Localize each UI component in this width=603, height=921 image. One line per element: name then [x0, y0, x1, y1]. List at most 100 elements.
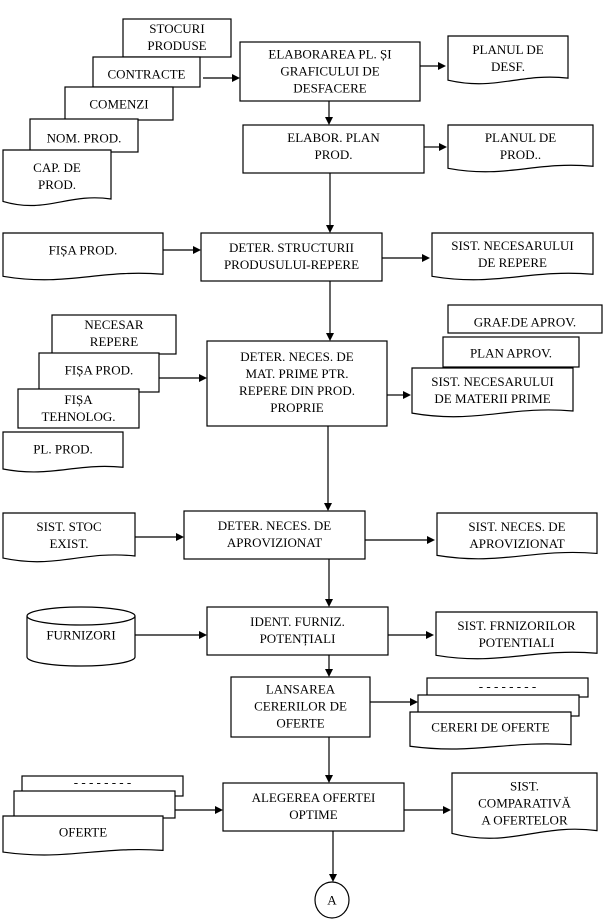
document-page — [92, 56, 201, 88]
node-label: PRODUSE — [147, 38, 206, 53]
document-shape — [2, 232, 164, 281]
node-label: LANSAREA — [266, 682, 336, 697]
arrowhead-icon — [324, 503, 332, 511]
process-box — [230, 676, 371, 738]
flow-arrow — [325, 559, 333, 607]
node-label: SIST. — [510, 779, 539, 794]
node-label: APROVIZIONAT — [227, 535, 322, 550]
node-label: - - - - - - - - — [74, 775, 131, 790]
node-label: POTENTIALI — [479, 635, 555, 650]
cap-de-prod-node: CAP. DE PROD. — [2, 149, 112, 207]
document-page — [17, 388, 140, 429]
node-label: A — [327, 893, 337, 908]
node-label: CONTRACTE — [108, 67, 186, 82]
document-page — [442, 336, 580, 368]
flow-arrow — [203, 74, 240, 82]
flow-arrow — [382, 254, 430, 262]
document-shape — [2, 512, 136, 563]
flow-arrow — [370, 698, 418, 706]
document-page — [447, 304, 603, 334]
node-label: SIST. NECES. DE — [468, 519, 565, 534]
node-label: SIST. NECESARULUI — [451, 238, 574, 253]
cereri-de-oferte-node: CERERI DE OFERTE — [409, 711, 572, 750]
document-shape — [451, 772, 598, 839]
document-shape — [436, 512, 598, 560]
oferte-node: OFERTE — [2, 815, 164, 856]
flow-arrow — [329, 831, 337, 882]
deter-neces-aprov-node: DETER. NECES. DE APROVIZIONAT — [183, 510, 366, 560]
document-shape — [447, 124, 594, 173]
node-label: CAP. DE — [33, 160, 81, 175]
flow-arrow — [387, 391, 411, 399]
node-label: SIST. FRNIZORILOR — [457, 618, 576, 633]
node-label: OFERTE — [59, 825, 107, 840]
flow-arrow — [325, 101, 333, 125]
node-label: PROD. — [315, 147, 353, 162]
arrowhead-icon — [199, 374, 207, 382]
node-label: DE MATERII PRIME — [434, 391, 550, 406]
node-label: ELABOR. PLAN — [287, 130, 380, 145]
flow-arrow — [326, 173, 334, 233]
connector-a-node: A — [314, 881, 350, 919]
node-label: APROVIZIONAT — [469, 536, 564, 551]
flow-arrow — [388, 631, 434, 639]
fisa-tehnolog-node: FIȘA TEHNOLOG. — [17, 388, 140, 429]
node-label: PLANUL DE — [472, 42, 543, 57]
process-box — [200, 232, 383, 282]
process-box — [239, 41, 421, 102]
flow-arrow — [326, 281, 334, 341]
arrowhead-icon — [325, 117, 333, 125]
document-page — [13, 790, 176, 819]
arrowhead-icon — [325, 599, 333, 607]
oferte-mid-node — [13, 790, 176, 819]
node-label: DESFACERE — [293, 81, 366, 96]
node-label: FIȘA — [64, 392, 93, 407]
node-label: REPERE DIN PROD. — [239, 383, 355, 398]
arrowhead-icon — [443, 806, 451, 814]
flow-arrow — [163, 246, 201, 254]
arrowhead-icon — [329, 874, 337, 882]
arrowhead-icon — [325, 669, 333, 677]
node-label: OPTIME — [289, 807, 337, 822]
node-label: GRAFICULUI DE — [280, 64, 379, 79]
graf-aprov-node: GRAF.DE APROV. — [447, 304, 603, 334]
pl-prod-node: PL. PROD. — [2, 431, 124, 473]
document-shape — [409, 711, 572, 750]
node-label: DETER. NECES. DE — [218, 518, 331, 533]
flow-arrow — [424, 143, 447, 151]
plan-aprov-node: PLAN APROV. — [442, 336, 580, 368]
document-shape — [447, 35, 569, 85]
node-label: TEHNOLOG. — [41, 409, 115, 424]
node-label: PLAN APROV. — [470, 346, 552, 361]
flow-arrow — [324, 426, 332, 511]
node-label: CERERILOR DE — [254, 699, 347, 714]
node-label: SIST. NECESARULUI — [431, 374, 554, 389]
fisa-prod-1-node: FIȘA PROD. — [2, 232, 164, 281]
arrowhead-icon — [326, 333, 334, 341]
flow-arrow — [175, 806, 223, 814]
process-box — [222, 782, 405, 832]
node-label: DETER. STRUCTURII — [229, 240, 354, 255]
process-box — [242, 124, 425, 174]
arrowhead-icon — [232, 74, 240, 82]
node-label: PROD. — [38, 177, 76, 192]
flow-arrow — [135, 631, 207, 639]
node-label: FIȘA PROD. — [65, 363, 134, 378]
nom-prod-node: NOM. PROD. — [29, 118, 139, 153]
node-label: STOCURI — [149, 21, 204, 36]
elabor-plan-prod-node: ELABOR. PLAN PROD. — [242, 124, 425, 174]
node-label: POTENȚIALI — [260, 631, 336, 646]
flow-arrow — [420, 62, 446, 70]
document-shape — [2, 149, 112, 207]
node-label: FURNIZORI — [46, 628, 115, 643]
